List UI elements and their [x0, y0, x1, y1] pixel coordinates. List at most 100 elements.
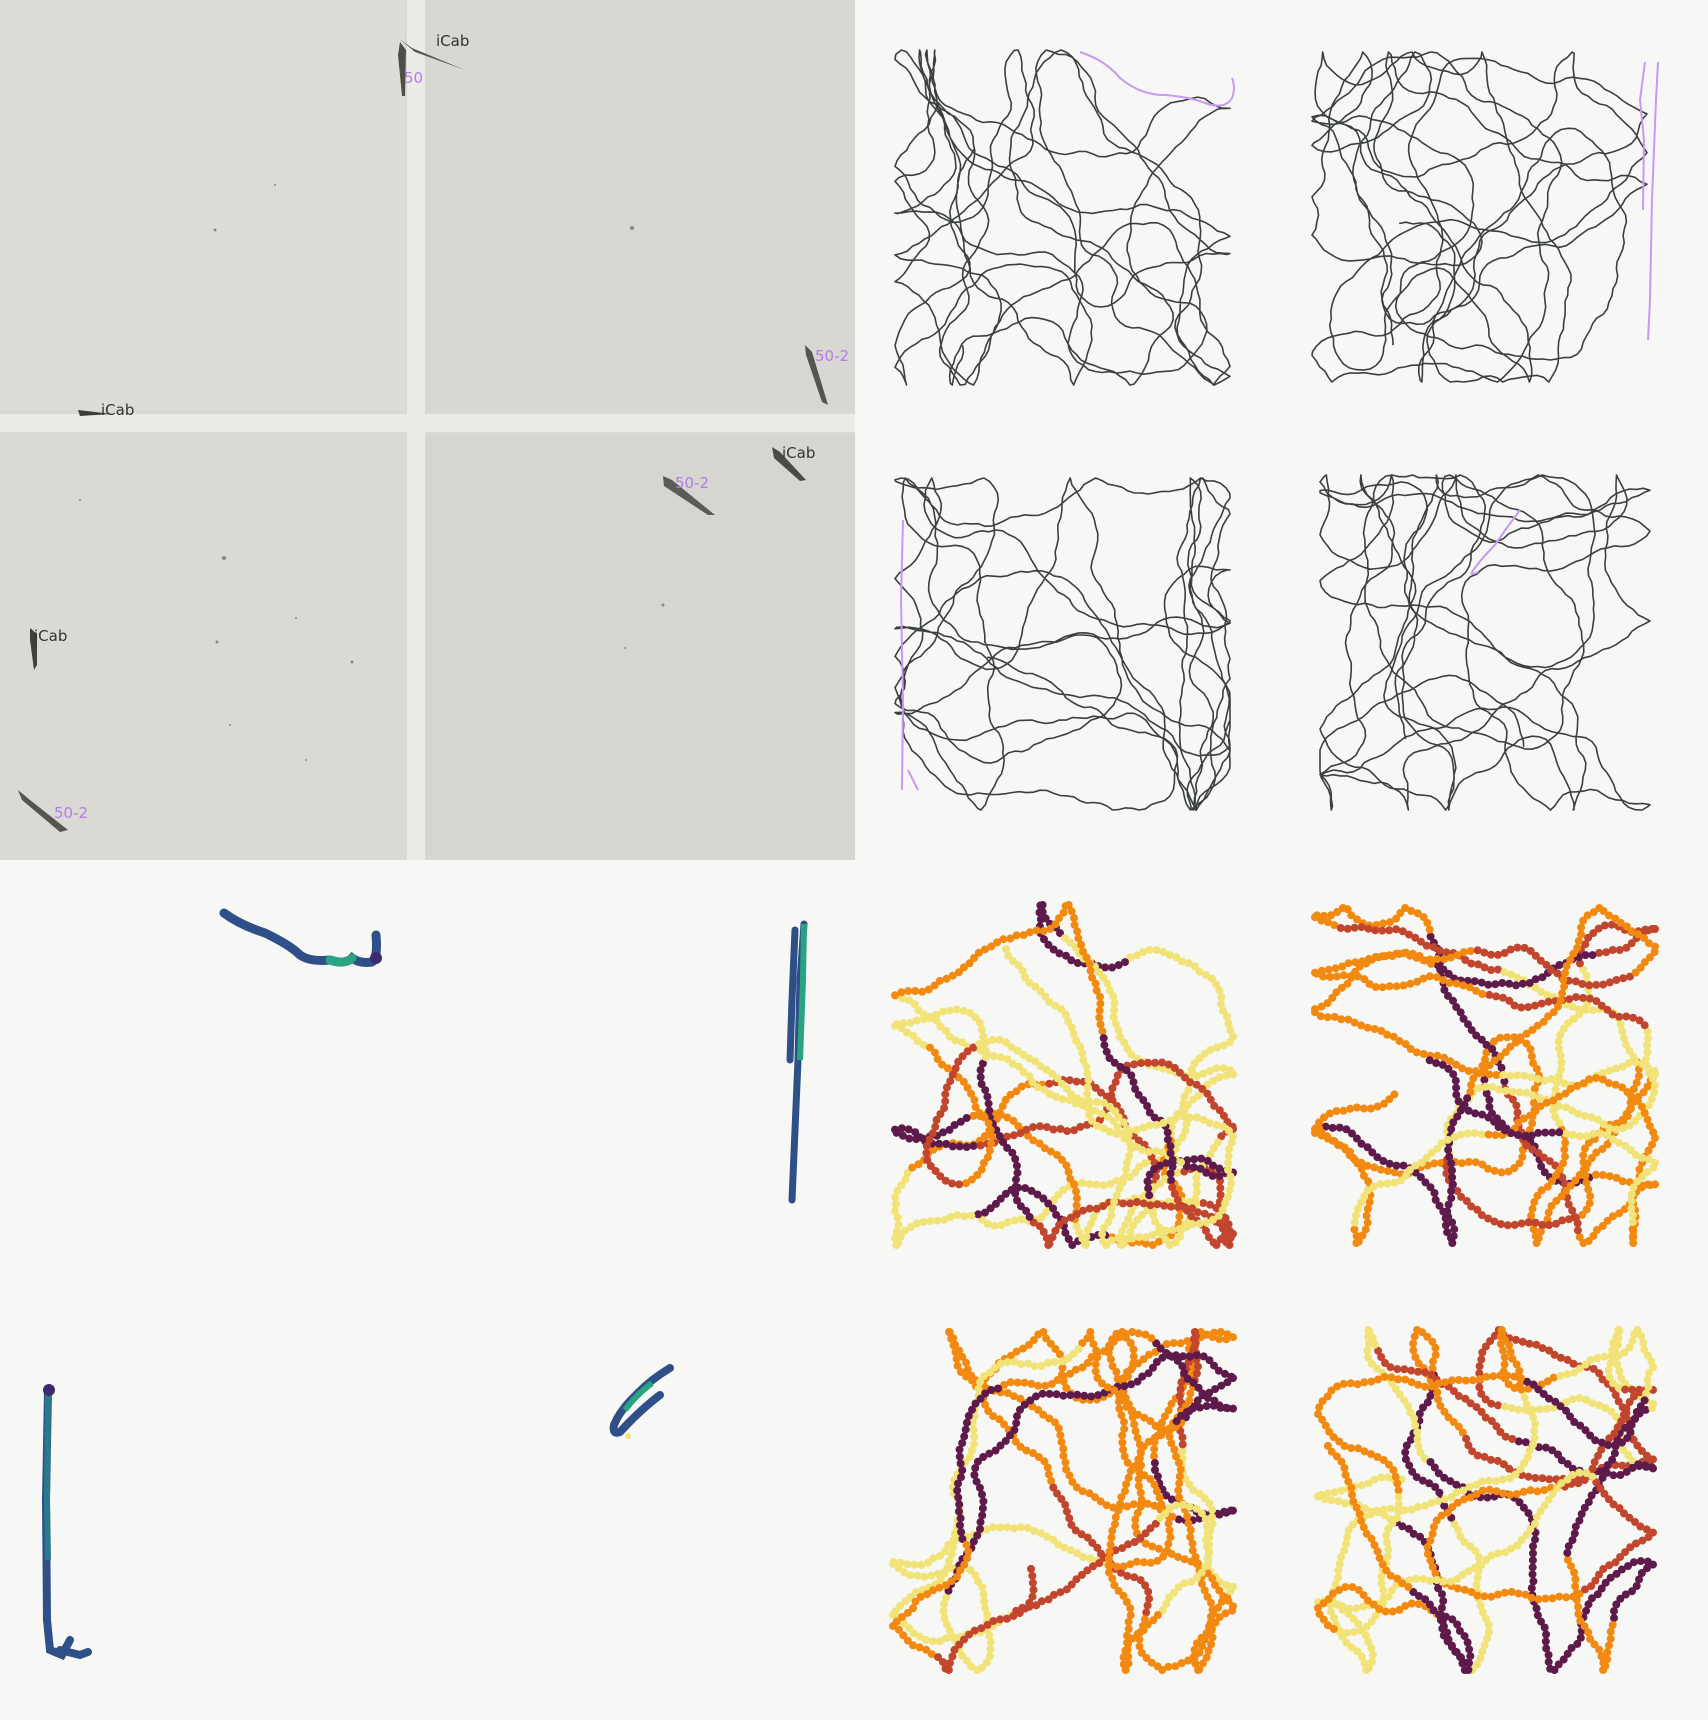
speed-dot	[1167, 1399, 1176, 1408]
speed-dot	[1515, 1159, 1524, 1168]
speed-dot	[924, 1558, 932, 1567]
speed-dot	[1022, 1206, 1031, 1215]
speed-dot	[1591, 1170, 1600, 1179]
speed-dot	[1580, 1622, 1589, 1631]
speed-dot	[1314, 1492, 1322, 1501]
speed-dot	[1629, 1183, 1638, 1192]
speed-dot	[1148, 1231, 1157, 1239]
speed-dot	[1105, 1054, 1114, 1063]
speed-dot	[1114, 1234, 1123, 1243]
speed-dot	[981, 1604, 990, 1613]
speed-dot	[1414, 1359, 1423, 1368]
speed-dot	[1215, 1613, 1224, 1622]
speed-dot	[1339, 971, 1348, 980]
speed-dot	[1446, 953, 1455, 962]
speed-dot	[1529, 1059, 1538, 1068]
speed-dot	[922, 1149, 931, 1157]
speed-dot	[1401, 1601, 1410, 1610]
speed-dot	[1150, 1113, 1159, 1122]
speed-dot	[974, 1577, 983, 1586]
speed-dot	[1459, 1014, 1468, 1023]
speed-dot	[1092, 986, 1101, 995]
speed-dot	[1058, 1363, 1067, 1372]
speed-dot	[1028, 1571, 1037, 1580]
speed-dot	[1415, 1409, 1424, 1418]
speed-dot	[1651, 1180, 1659, 1189]
speed-dot	[1174, 1515, 1183, 1524]
speed-dot	[1421, 1368, 1429, 1377]
speed-dot	[1631, 968, 1640, 977]
speed-dot	[1022, 1125, 1031, 1134]
speed-dot	[1494, 965, 1502, 974]
speed-dot	[1622, 922, 1631, 931]
speed-dot	[976, 1066, 985, 1075]
speed-dot	[911, 1597, 920, 1606]
speed-dot	[983, 1620, 992, 1629]
speed-dot	[1175, 1212, 1184, 1221]
speed-dot	[1078, 1339, 1087, 1348]
speed-dot	[1041, 914, 1050, 923]
speed-dot	[1040, 1457, 1049, 1466]
speed-dot	[1453, 1187, 1462, 1195]
speed-dot	[1551, 1397, 1560, 1406]
speed-dot	[1118, 1544, 1127, 1553]
speed-dot	[1462, 1197, 1471, 1205]
speed-dot	[1121, 1235, 1130, 1244]
speed-dot	[1428, 1529, 1437, 1538]
speed-dot	[976, 1518, 985, 1527]
speed-dot	[1615, 1367, 1624, 1376]
speed-dot	[963, 1083, 972, 1092]
speed-dot	[1595, 1645, 1604, 1654]
speed-dot	[1590, 1640, 1599, 1649]
speed-dot	[1529, 1413, 1537, 1422]
speed-dot	[1631, 1518, 1639, 1526]
speed-dot	[1597, 1438, 1606, 1447]
speed-dot	[1523, 1377, 1531, 1386]
speed-dot	[1132, 1557, 1141, 1566]
speed-dot	[1219, 1041, 1228, 1050]
speed-dot	[1174, 1486, 1183, 1495]
speed-dot	[1545, 1346, 1554, 1355]
speed-dot	[1317, 966, 1326, 975]
speed-dot	[1111, 1520, 1119, 1529]
speed-dot	[962, 1179, 970, 1188]
speed-dot	[939, 1607, 948, 1615]
speed-dot	[950, 1536, 959, 1545]
speed-dot	[1212, 1203, 1221, 1212]
speed-dot	[958, 1651, 967, 1660]
speed-dot	[976, 1018, 984, 1027]
speed-dot	[1174, 1138, 1182, 1147]
speed-dot	[1201, 1562, 1210, 1571]
speed-dot	[1352, 1239, 1361, 1247]
speed-dot	[909, 1604, 917, 1613]
speed-dot	[1431, 1483, 1440, 1491]
speed-dot	[1644, 1146, 1653, 1155]
speed-dot	[1320, 1495, 1329, 1504]
speed-dot	[1534, 1385, 1543, 1394]
speed-dot	[1394, 1500, 1403, 1509]
speed-dot	[1556, 1353, 1565, 1362]
speed-dot	[1175, 1472, 1184, 1481]
speed-dot	[1405, 1461, 1414, 1470]
speed-dot	[1191, 1659, 1200, 1668]
speed-dot	[1548, 1446, 1557, 1455]
speed-dot	[1364, 1177, 1373, 1186]
speed-dot	[984, 1099, 993, 1108]
speed-dot	[1192, 1369, 1201, 1378]
trajectory-line-panel	[894, 49, 1659, 811]
speed-dot	[1596, 1484, 1605, 1493]
speed-dot	[1586, 1356, 1595, 1364]
speed-dot	[1628, 1225, 1637, 1233]
speed-dot	[1574, 1610, 1583, 1618]
speed-dot	[1626, 1104, 1635, 1113]
speed-dot	[1326, 1607, 1335, 1616]
speed-dot	[986, 1204, 995, 1213]
speed-dot	[1585, 1199, 1594, 1208]
speed-dot	[1637, 1569, 1646, 1577]
speed-dot	[1401, 1375, 1410, 1384]
speed-dot	[1386, 918, 1395, 927]
speed-dot	[1155, 1493, 1164, 1502]
speed-dot	[1612, 1125, 1621, 1134]
speed-dot	[953, 1361, 962, 1370]
speed-dot	[1112, 1191, 1121, 1200]
